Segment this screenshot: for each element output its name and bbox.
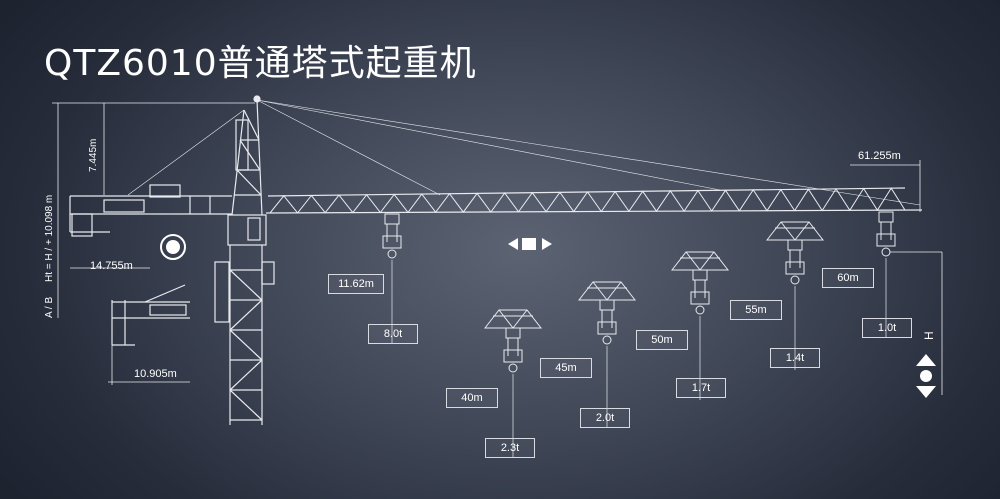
- hook-block: [577, 281, 637, 345]
- side-label: A / B: [44, 296, 55, 318]
- counter-jib-length-label: 14.755m: [90, 260, 133, 272]
- page-title: QTZ6010普通塔式起重机: [44, 43, 477, 84]
- height-mark-label: H: [922, 331, 936, 340]
- radius-label: 11.62m: [328, 274, 384, 294]
- radius-label: 40m: [446, 388, 498, 408]
- hook-block: [876, 211, 896, 257]
- platform-detail: [111, 284, 190, 385]
- base-dimension-label: 10.905m: [134, 368, 177, 380]
- tower-mast: [214, 214, 275, 425]
- radius-label: 45m: [540, 358, 592, 378]
- radius-label: 50m: [636, 330, 688, 350]
- radius-label: 60m: [822, 268, 874, 288]
- hoist-up-down-icon: [916, 354, 936, 398]
- trolley-move-icon: [508, 238, 552, 250]
- hook-block: [382, 213, 402, 259]
- load-label: 1.4t: [770, 348, 820, 368]
- hook-block: [765, 221, 825, 285]
- load-label: 1.0t: [862, 318, 912, 338]
- main-jib: [265, 187, 923, 214]
- height-formula-label: Ht = H / + 10.098 m: [44, 194, 55, 282]
- load-label: 2.3t: [485, 438, 535, 458]
- hook-block: [483, 309, 543, 373]
- radius-label: 55m: [730, 300, 782, 320]
- rotation-icon: [160, 234, 186, 260]
- load-label: 1.7t: [676, 378, 726, 398]
- load-label: 8.0t: [368, 324, 418, 344]
- tower-head: [231, 95, 263, 216]
- tower-head-height-label: 7.445m: [88, 138, 99, 172]
- counter-jib: [69, 184, 232, 237]
- load-label: 2.0t: [580, 408, 630, 428]
- jib-length-label: 61.255m: [858, 150, 901, 162]
- hook-block: [670, 251, 730, 315]
